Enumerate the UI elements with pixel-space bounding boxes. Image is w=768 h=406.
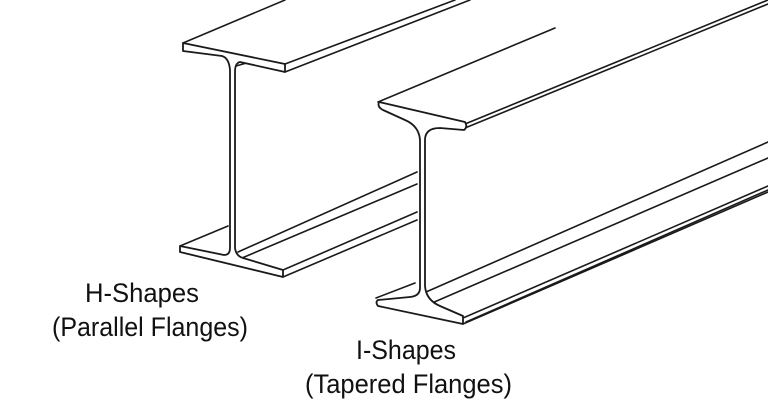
i-shape-cross-section [375,101,468,325]
h-shape-beam [179,0,471,278]
h-shape-title: H-Shapes [85,278,199,308]
h-shape-cross-section [179,42,286,278]
i-shape-beam [375,0,768,325]
i-shape-subtitle: (Tapered Flanges) [305,369,512,399]
i-shape-title: I-Shapes [356,335,456,365]
h-shape-subtitle: (Parallel Flanges) [52,312,248,342]
